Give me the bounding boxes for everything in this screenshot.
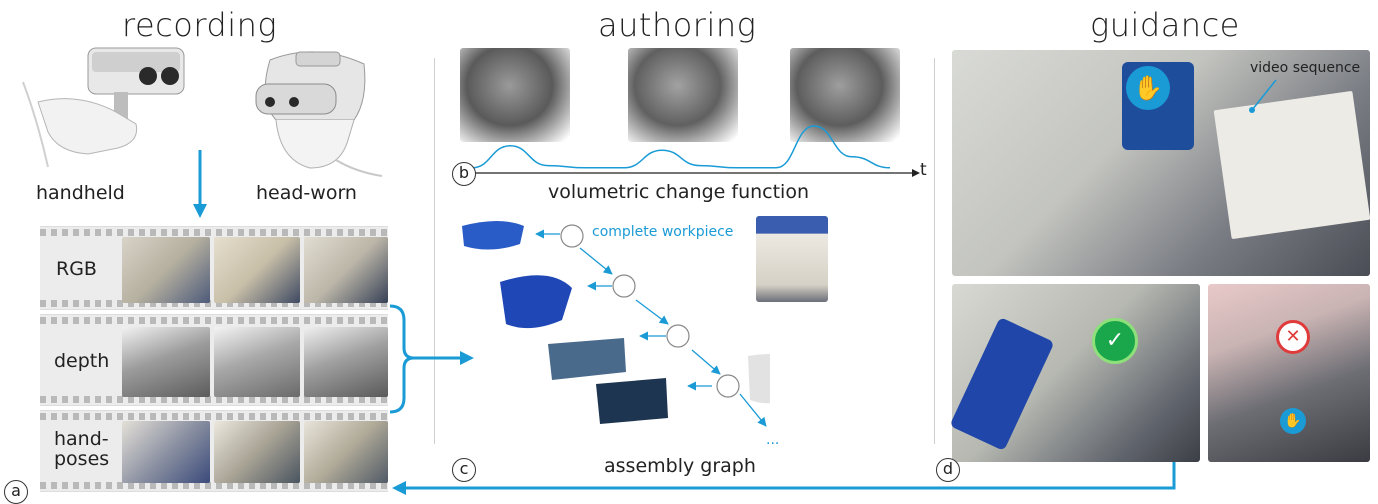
hand-icon: ✋ (1280, 408, 1306, 434)
hand-pose-frame (304, 421, 388, 483)
part-ghost (748, 354, 770, 404)
hand-icon: ✋ (1126, 66, 1170, 110)
machine-point-cloud (756, 216, 828, 302)
hand-pose-frame (214, 421, 300, 483)
graph-edge (635, 299, 669, 325)
callout-leader-line (1249, 79, 1277, 113)
graph-edge (739, 393, 767, 427)
graph-edge (691, 349, 721, 375)
stream-label-depth: depth (54, 350, 110, 372)
stream-label-hand-poses: hand- poses (54, 428, 110, 470)
change-function-caption: volumetric change function (548, 181, 809, 203)
section-title-recording: recording (122, 6, 278, 44)
rgb-frame (122, 237, 210, 303)
head-worn-device-illustration (255, 51, 383, 177)
handheld-device-illustration (22, 47, 185, 168)
graph-node (560, 224, 584, 248)
film-strip-depth: depth (40, 314, 388, 406)
device-label-head-worn: head-worn (256, 182, 357, 204)
graph-ellipsis: ... (766, 432, 780, 448)
film-strip-hand-poses: hand- poses (40, 410, 388, 492)
section-title-guidance: guidance (1090, 6, 1240, 44)
depth-frame (122, 327, 210, 397)
rgb-frame (304, 237, 388, 303)
hand-pose-frame (122, 421, 210, 483)
graph-node (716, 374, 740, 398)
graph-edge (579, 247, 613, 275)
film-strip-rgb: RGB (40, 226, 388, 310)
check-icon: ✓ (1092, 318, 1138, 364)
volume-snapshot (790, 48, 900, 142)
part-panel (548, 338, 626, 380)
part-body (500, 275, 572, 329)
assembly-graph-caption: assembly graph (604, 455, 756, 477)
depth-frame (214, 327, 300, 397)
divider-right (934, 58, 935, 444)
return-arrow (392, 462, 1176, 495)
part-cover (462, 221, 524, 250)
recording-down-arrow (193, 150, 207, 218)
video-sequence-callout: video sequence (1250, 60, 1361, 76)
video-sequence-preview (1213, 90, 1371, 240)
volume-snapshot (628, 48, 738, 142)
guidance-photo-success: ✓ (949, 284, 1200, 462)
time-axis-label: t (920, 160, 927, 180)
panel-letter-a: a (4, 480, 28, 504)
rgb-frame (214, 237, 300, 303)
held-cover (949, 316, 1055, 452)
volumetric-change-chart (470, 125, 920, 177)
divider-left (434, 58, 435, 444)
section-title-authoring: authoring (598, 6, 757, 44)
panel-letter-c: c (452, 458, 476, 482)
depth-frame (304, 327, 388, 397)
graph-node (612, 274, 636, 298)
panel-letter-b: b (452, 162, 476, 186)
graph-node (666, 324, 690, 348)
part-base (596, 378, 668, 424)
brace-arrow-to-graph (389, 304, 474, 414)
panel-letter-d: d (936, 458, 960, 482)
guidance-photo-main: ✋ (952, 50, 1371, 276)
volume-snapshot (460, 48, 570, 142)
guidance-photo-error: ✕ ✋ (1208, 284, 1370, 462)
device-label-handheld: handheld (36, 182, 125, 204)
assembly-graph (462, 221, 770, 427)
change-curve (471, 125, 891, 169)
cross-icon: ✕ (1276, 320, 1310, 354)
graph-root-label: complete workpiece (592, 224, 734, 240)
stream-label-rgb: RGB (56, 258, 97, 280)
